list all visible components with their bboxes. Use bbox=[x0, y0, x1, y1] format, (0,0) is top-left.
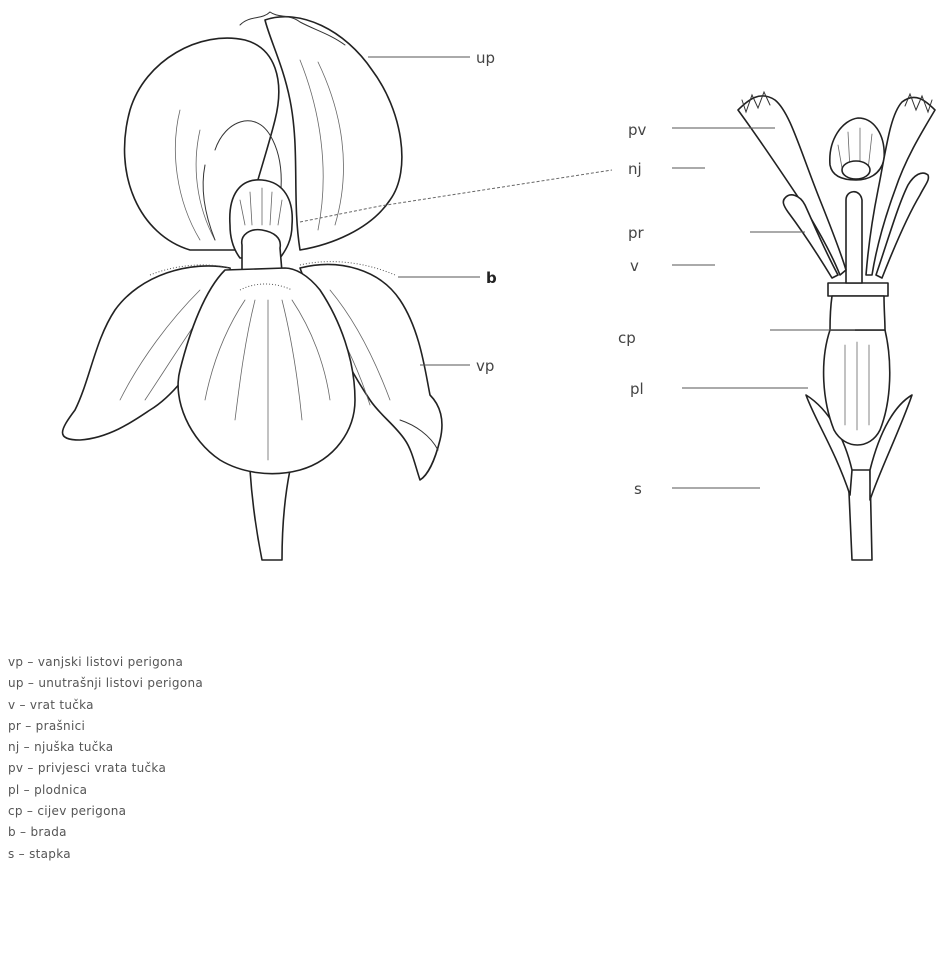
style-branch-left bbox=[738, 96, 846, 275]
style-branch bbox=[242, 230, 282, 272]
tube-neck bbox=[830, 296, 885, 330]
legend-text: pr – prašnici bbox=[8, 719, 85, 733]
legend-text: pl – plodnica bbox=[8, 783, 87, 797]
legend-item: nj – njuška tučka bbox=[8, 737, 203, 758]
legend-item: b – brada bbox=[8, 822, 203, 843]
label-b: b bbox=[486, 269, 497, 287]
legend-item: pv – privjesci vrata tučka bbox=[8, 758, 203, 779]
label-s: s bbox=[634, 480, 642, 498]
label-pl: pl bbox=[630, 380, 644, 398]
style bbox=[846, 192, 862, 283]
label-cp: cp bbox=[618, 329, 636, 347]
iris-flower-drawing bbox=[63, 12, 442, 560]
legend-text: v – vrat tučka bbox=[8, 698, 94, 712]
iris-section-drawing bbox=[738, 92, 935, 560]
legend-item: pr – prašnici bbox=[8, 716, 203, 737]
label-up: up bbox=[476, 49, 495, 67]
legend-item: pl – plodnica bbox=[8, 780, 203, 801]
legend-item: up – unutrašnji listovi perigona bbox=[8, 673, 203, 694]
legend-text: s – stapka bbox=[8, 847, 71, 861]
label-pv: pv bbox=[628, 121, 647, 139]
legend-text: up – unutrašnji listovi perigona bbox=[8, 676, 203, 690]
legend-item: v – vrat tučka bbox=[8, 695, 203, 716]
legend-text: pv – privjesci vrata tučka bbox=[8, 761, 166, 775]
legend-text: vp – vanjski listovi perigona bbox=[8, 655, 183, 669]
legend-item: cp – cijev perigona bbox=[8, 801, 203, 822]
legend-text: nj – njuška tučka bbox=[8, 740, 113, 754]
flower-stem bbox=[250, 470, 290, 560]
stigma-lip bbox=[842, 161, 870, 179]
legend-item: s – stapka bbox=[8, 844, 203, 865]
legend-item: vp – vanjski listovi perigona bbox=[8, 652, 203, 673]
legend-text: cp – cijev perigona bbox=[8, 804, 126, 818]
label-pr: pr bbox=[628, 224, 645, 242]
label-vp: vp bbox=[476, 357, 494, 375]
legend-text: b – brada bbox=[8, 825, 67, 839]
perigone-tube bbox=[828, 283, 888, 296]
legend-list: vp – vanjski listovi perigona up – unutr… bbox=[8, 652, 203, 865]
label-nj: nj bbox=[628, 160, 642, 178]
label-v: v bbox=[630, 257, 639, 275]
